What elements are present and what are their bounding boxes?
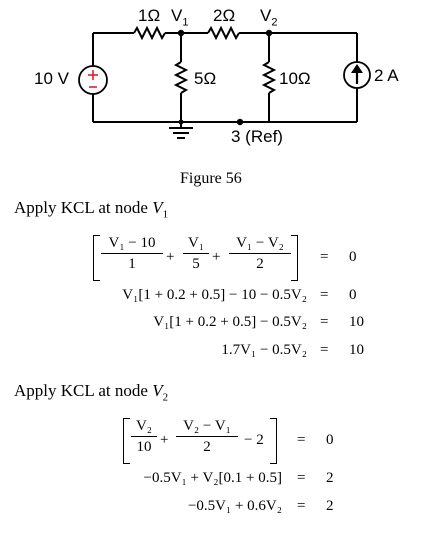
eq-line-lhs: −0.5V₁ + 0.6V₂ (187, 498, 282, 514)
equals-sign: = (320, 287, 329, 303)
label-r5: 5Ω (194, 69, 217, 88)
circuit-diagram (78, 25, 371, 139)
plus-2: + (212, 249, 221, 265)
figure-caption: Figure 56 (180, 170, 242, 187)
rhs-value: 2 (326, 470, 334, 486)
node-ref-dot (236, 118, 244, 126)
label-r1: 1Ω (138, 6, 161, 25)
plus-1: + (166, 249, 175, 265)
rhs-value: 0 (326, 432, 334, 448)
equals-sign: = (320, 314, 329, 330)
voltage-source (78, 65, 108, 95)
node-v1-dot (177, 29, 185, 37)
eq-line-lhs: −0.5V₁ + V₂[0.1 + 0.5] (143, 470, 282, 486)
equals-sign: = (297, 470, 306, 486)
node-ground-dot (178, 119, 184, 125)
plus-1: + (160, 432, 169, 448)
section1-heading: Apply KCL at node V1 (14, 198, 169, 221)
bracket-left (93, 235, 100, 281)
equals-sign: = (297, 432, 306, 448)
current-arrow-head (351, 64, 363, 73)
label-voltage-source: 10 V (34, 69, 69, 88)
resistor-10ohm (261, 61, 277, 94)
minus-two: − 2 (244, 432, 264, 448)
label-ref-node: 3 (Ref) (231, 127, 283, 146)
voltage-polarity (88, 70, 98, 88)
equals-sign: = (320, 342, 329, 358)
eq-line-lhs: V₁[1 + 0.2 + 0.5] − 10 − 0.5V₂ (122, 287, 307, 303)
label-v1: V1 (171, 6, 189, 29)
section2-heading: Apply KCL at node V2 (14, 381, 169, 404)
equals-sign: = (320, 249, 329, 265)
eq-line-lhs: 1.7V₁ − 0.5V₂ (221, 342, 307, 358)
rhs-value: 10 (349, 342, 364, 358)
resistor-5ohm (173, 61, 189, 94)
rhs-value: 0 (349, 249, 357, 265)
rhs-value: 0 (349, 287, 357, 303)
equals-sign: = (297, 498, 306, 514)
rhs-value: 2 (326, 498, 334, 514)
eq-line-lhs: V₁[1 + 0.2 + 0.5] − 0.5V₂ (153, 314, 307, 330)
label-v2: V2 (260, 6, 278, 29)
label-r2: 2Ω (213, 6, 236, 25)
resistor-1ohm (133, 25, 166, 41)
resistor-2ohm (207, 25, 240, 41)
current-source (343, 61, 371, 89)
bracket-right (270, 418, 277, 464)
bracket-right (291, 235, 298, 281)
label-r10: 10Ω (279, 69, 311, 88)
bracket-left (123, 418, 130, 464)
label-current-source: 2 A (374, 66, 399, 85)
node-v2-dot (265, 29, 273, 37)
rhs-value: 10 (349, 314, 364, 330)
